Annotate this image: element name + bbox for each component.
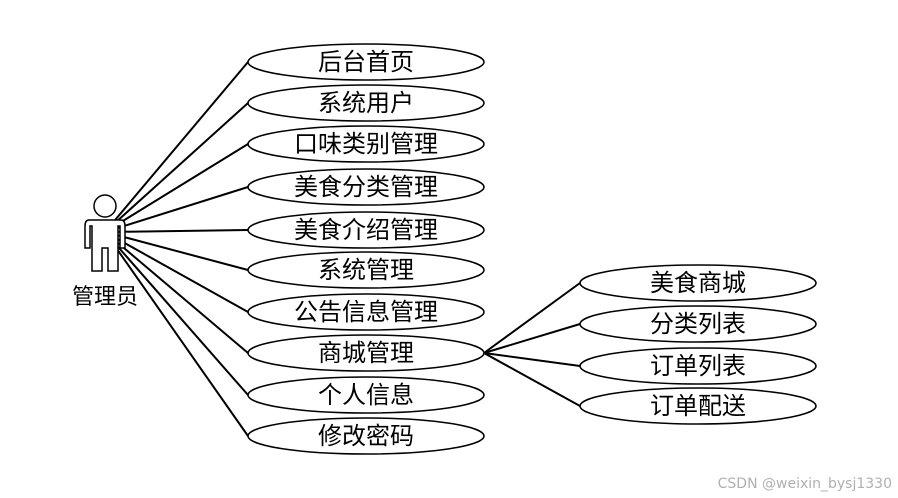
association-line xyxy=(104,231,249,313)
use-case-list: 后台首页 系统用户 口味类别管理 美食分类管理 美食介绍管理 系统管理 公告信息… xyxy=(247,43,485,455)
association-line xyxy=(104,231,249,396)
person-icon xyxy=(84,194,126,272)
association-line xyxy=(104,102,249,233)
use-case-label: 系统用户 xyxy=(318,89,414,117)
association-line xyxy=(104,231,249,271)
use-case-label: 公告信息管理 xyxy=(294,298,438,326)
use-case-label: 美食分类管理 xyxy=(294,173,438,201)
use-case-ellipse[interactable]: 公告信息管理 xyxy=(247,293,485,331)
use-case-ellipse[interactable]: 口味类别管理 xyxy=(247,125,485,163)
association-line xyxy=(104,229,249,233)
use-case-ellipse[interactable]: 修改密码 xyxy=(247,417,485,455)
sub-use-case-ellipse[interactable]: 订单配送 xyxy=(579,387,817,425)
actor-head xyxy=(93,194,117,218)
association-line xyxy=(104,143,249,233)
association-line xyxy=(104,231,249,354)
watermark: CSDN @weixin_bysj1330 xyxy=(717,476,892,492)
sub-use-case-label: 订单配送 xyxy=(650,392,746,420)
use-case-label: 商城管理 xyxy=(318,339,414,367)
use-case-ellipse[interactable]: 系统管理 xyxy=(247,251,485,289)
sub-use-case-label: 订单列表 xyxy=(650,352,746,380)
actor-body xyxy=(84,219,126,272)
use-case-ellipse[interactable]: 商城管理 xyxy=(247,334,485,372)
sub-use-case-ellipse[interactable]: 订单列表 xyxy=(579,347,817,385)
sub-use-case-ellipse[interactable]: 分类列表 xyxy=(579,305,817,343)
use-case-label: 个人信息 xyxy=(318,381,414,409)
use-case-ellipse[interactable]: 美食介绍管理 xyxy=(247,211,485,249)
actor-label: 管理员 xyxy=(72,285,138,310)
association-line xyxy=(104,186,249,233)
use-case-label: 修改密码 xyxy=(318,422,414,450)
association-line xyxy=(104,61,249,233)
use-case-ellipse[interactable]: 个人信息 xyxy=(247,376,485,414)
sub-use-case-label: 美食商城 xyxy=(650,269,746,297)
use-case-ellipse[interactable]: 系统用户 xyxy=(247,84,485,122)
association-line xyxy=(483,352,581,407)
association-line xyxy=(483,323,581,354)
use-case-ellipse[interactable]: 美食分类管理 xyxy=(247,168,485,206)
use-case-label: 系统管理 xyxy=(318,256,414,284)
sub-association-lines xyxy=(483,282,581,407)
use-case-label: 后台首页 xyxy=(318,48,414,76)
association-line xyxy=(483,282,581,354)
use-case-label: 美食介绍管理 xyxy=(294,216,438,244)
sub-use-case-ellipse[interactable]: 美食商城 xyxy=(579,264,817,302)
association-line xyxy=(483,352,581,367)
use-case-ellipse[interactable]: 后台首页 xyxy=(247,43,485,81)
association-line xyxy=(104,231,249,437)
actor-association-lines xyxy=(104,61,249,437)
sub-use-case-label: 分类列表 xyxy=(650,310,746,338)
sub-use-case-list: 美食商城 分类列表 订单列表 订单配送 xyxy=(579,264,817,425)
use-case-label: 口味类别管理 xyxy=(294,130,438,158)
